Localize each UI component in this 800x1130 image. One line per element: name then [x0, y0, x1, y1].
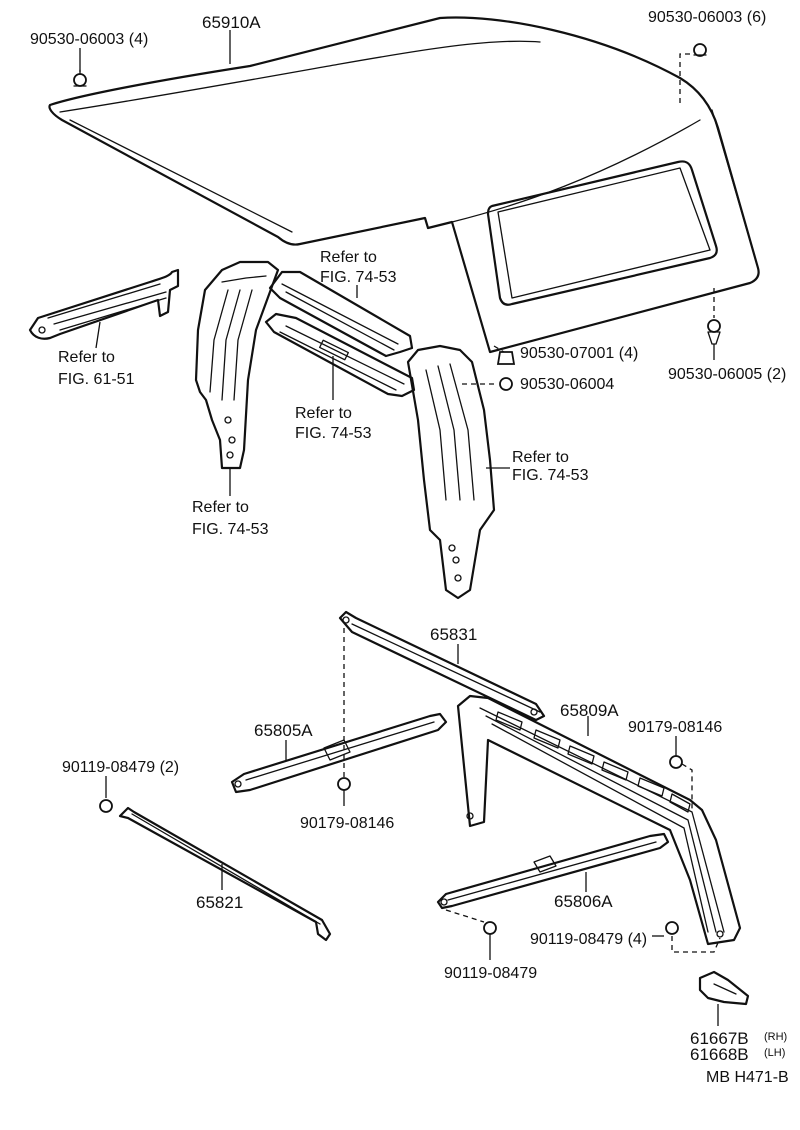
label-bolt-rear: 90530-06003 (6)	[648, 9, 766, 26]
bolt-rear-dashed-leader	[679, 53, 690, 104]
bolt-lower-b-icon	[483, 921, 497, 935]
rail-65806A	[436, 832, 670, 910]
label-clip-mid2: 90530-06004	[520, 376, 614, 393]
bolt-front-icon	[73, 69, 87, 87]
label-bolt-lower-right: 90530-06005 (2)	[668, 366, 786, 383]
rail-65805A	[230, 712, 448, 794]
clip-upper-icon	[496, 351, 516, 365]
bolt-lower-a-dashed-leader	[671, 936, 721, 953]
bar-65821	[118, 806, 332, 942]
rail-65806A-dashed-leader	[445, 909, 485, 923]
label-rail-top: 65831	[430, 625, 477, 644]
label-rail-left: 65805A	[254, 721, 313, 740]
label-ref-61-51-line2: FIG. 61-51	[58, 371, 135, 388]
label-screw-left: 90179-08146	[300, 815, 394, 832]
label-bolt-front: 90530-06003 (4)	[30, 31, 148, 48]
clip-upper-dashed-leader	[493, 345, 505, 353]
label-canopy: 65910A	[202, 13, 261, 32]
bracket-61667B	[698, 970, 750, 1006]
frame-65809A	[456, 694, 742, 946]
label-ref-right-line1: Refer to	[512, 449, 569, 466]
label-ref-61-51-line1: Refer to	[58, 349, 115, 366]
label-ref-left-line2: FIG. 74-53	[192, 521, 269, 538]
bolt-left-icon	[99, 799, 113, 813]
label-bracket-lh-tag: (LH)	[764, 1047, 785, 1059]
label-frame: 65809A	[560, 701, 619, 720]
bracket-fig-61-51-leader	[95, 321, 101, 349]
label-ref-top-line2: FIG. 74-53	[320, 269, 397, 286]
bolt-lower-a-icon	[665, 921, 679, 935]
bolt-rear-icon	[693, 43, 707, 57]
label-bar-left: 65821	[196, 893, 243, 912]
footer-code: MB H471-B	[706, 1069, 789, 1086]
label-ref-left-line1: Refer to	[192, 499, 249, 516]
upper-cross-panel	[268, 270, 414, 358]
label-bolt-lower-b: 90119-08479	[444, 965, 537, 982]
label-bracket-lh: 61668B	[690, 1045, 749, 1064]
label-bolt-left: 90119-08479 (2)	[62, 759, 179, 776]
clip-lower-icon	[499, 377, 513, 391]
left-pillar	[194, 260, 280, 470]
label-bracket-rh: 61667B	[690, 1029, 749, 1048]
label-ref-center-line1: Refer to	[295, 405, 352, 422]
label-bracket-rh-tag: (RH)	[764, 1031, 787, 1043]
bracket-fig-61-51	[28, 268, 180, 340]
label-screw-right: 90179-08146	[628, 719, 722, 736]
rail-65831	[338, 610, 546, 722]
label-bolt-lower-a: 90119-08479 (4)	[530, 931, 647, 948]
label-clip-mid: 90530-07001 (4)	[520, 345, 638, 362]
screw-right-dashed-leader	[681, 763, 693, 812]
center-lower-plate	[264, 312, 416, 398]
label-ref-center-line2: FIG. 74-53	[295, 425, 372, 442]
label-ref-right-line2: FIG. 74-53	[512, 467, 589, 484]
canopy-shell	[48, 16, 760, 354]
label-rail-lower: 65806A	[554, 892, 613, 911]
label-ref-top-line1: Refer to	[320, 249, 377, 266]
right-pillar	[406, 344, 496, 600]
screw-right-icon	[669, 755, 683, 769]
bolt-lower-right-icon	[707, 319, 721, 345]
screw-left-icon	[337, 777, 351, 791]
